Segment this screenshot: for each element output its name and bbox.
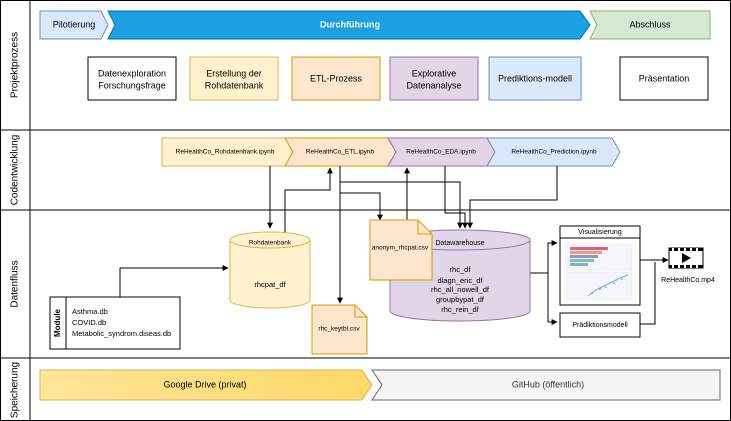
step-erstellung-rohdatenbank: Erstellung der Rohdatenbank: [189, 56, 279, 101]
file-anonym-label: anonym_rhcpat.csv: [372, 245, 429, 252]
notebook-eda: ReHealthCo_EDA.ipynb: [387, 137, 496, 167]
notebook-prediction-label: ReHealthCo_Prediction.ipynb: [511, 149, 597, 156]
file-anonym-csv: anonym_rhcpat.csv: [369, 219, 433, 281]
praediktionsmodell-label: Prädiktionsmodell: [572, 322, 628, 329]
step-explorative-datenanalyse: Explorative Datenanalyse: [389, 56, 479, 101]
storage-google-drive: Google Drive (privat): [39, 369, 373, 401]
file-keytbl-label: rhc_keytbl.csv: [318, 326, 360, 333]
step-explorative-line2: Datenanalyse: [406, 80, 461, 90]
step-etl-label: ETL-Prozess: [310, 73, 363, 83]
step-erstellung-line2: Rohdatenbank: [205, 80, 264, 90]
arrow-etl-to-anonym: [340, 192, 383, 221]
lane-label-speicherung: Speicherung: [10, 362, 21, 418]
visualisierung-thumbnail-icon: [565, 243, 633, 301]
rohdatenbank-file: rhcpat_df: [254, 280, 286, 289]
arrow-rohdatenbank-to-etl: [284, 167, 333, 235]
lane-label-projektprozess: Projektprozess: [10, 32, 21, 98]
notebook-etl: ReHealthCo_ETL.ipynb: [284, 137, 397, 167]
rohdatenbank-title: Rohdatenbank: [249, 240, 292, 247]
arrow-praediktionsmodell-to-video: [640, 262, 656, 325]
step-prediktionsmodell: Prediktions-modell: [488, 56, 582, 101]
step-explorative-line1: Explorative: [412, 68, 457, 78]
rohdatenbank-cylinder: Rohdatenbank rhcpat_df: [229, 231, 311, 309]
warehouse-file-diagn: diagn_enc_df: [437, 276, 483, 285]
step-prediktion-label: Prediktions-modell: [498, 73, 572, 83]
notebook-rohdatenbank-label: ReHealthCo_Rohdatenbank.ipynb: [176, 149, 275, 156]
notebook-etl-label: ReHealthCo_ETL.ipynb: [306, 149, 375, 156]
phase-pilotierung: Pilotierung: [39, 10, 109, 40]
video-clapper-icon: [668, 247, 704, 269]
module-label: Module: [53, 308, 62, 337]
warehouse-file-rein: rhc_rein_df: [441, 305, 479, 314]
connectors: [119, 166, 669, 325]
praediktionsmodell-box: Prädiktionsmodell: [559, 312, 641, 338]
storage-github-label: GitHub (öffentlich): [512, 379, 584, 389]
storage-github: GitHub (öffentlich): [371, 369, 721, 401]
storage-google-drive-label: Google Drive (privat): [163, 379, 246, 389]
module-file-metabolic: Metabolic_syndrom.diseas.db: [72, 329, 171, 338]
arrow-module-to-rohdatenbank: [119, 265, 229, 297]
lane-label-codeentwicklung: Codentwicklung: [10, 135, 21, 206]
arrow-warehouse-to-visualisierung: [530, 240, 558, 274]
module-file-covid: COVID.db: [72, 318, 106, 327]
arrow-warehouse-to-praediktionsmodell: [547, 273, 558, 325]
step-etl-prozess: ETL-Prozess: [291, 56, 381, 101]
module-box: Module Asthma.db COVID.db Metabolic_synd…: [49, 296, 181, 350]
step-praesentation: Präsentation: [619, 56, 709, 101]
visualisierung-box: Visualisierung: [559, 225, 641, 306]
warehouse-file-groupby: groupbypat_df: [436, 295, 485, 304]
phase-abschluss: Abschluss: [589, 10, 711, 40]
notebook-rohdatenbank: ReHealthCo_Rohdatenbank.ipynb: [161, 137, 294, 167]
arrow-prediction-to-warehouse: [467, 166, 558, 229]
warehouse-file-rhc-df: rhc_df: [450, 265, 472, 274]
module-file-asthma: Asthma.db: [72, 307, 108, 316]
video-file: ReHealthCo.mp4: [661, 247, 715, 284]
step-datenexploration: Datenexploration Forschungsfrage: [87, 56, 177, 101]
step-erstellung-line1: Erstellung der: [206, 68, 262, 78]
warehouse-file-nowell: rhc_all_nowell_df: [431, 285, 490, 294]
notebook-prediction: ReHealthCo_Prediction.ipynb: [486, 137, 621, 167]
phase-pilotierung-label: Pilotierung: [53, 19, 96, 29]
video-file-label: ReHealthCo.mp4: [661, 277, 715, 284]
file-keytbl-csv: rhc_keytbl.csv: [311, 304, 368, 355]
phase-abschluss-label: Abschluss: [629, 19, 671, 29]
arrow-eda-to-warehouse: [444, 166, 468, 229]
step-datenexploration-line2: Forschungsfrage: [98, 80, 166, 90]
phase-durchfuehrung-label: Durchführung: [320, 19, 380, 29]
visualisierung-label: Visualisierung: [578, 229, 622, 236]
step-datenexploration-line1: Datenexploration: [98, 68, 166, 78]
notebook-eda-label: ReHealthCo_EDA.ipynb: [406, 149, 476, 156]
step-praesentation-label: Präsentation: [639, 73, 690, 83]
warehouse-title: Datawarehouse: [435, 240, 484, 247]
phase-durchfuehrung: Durchführung: [107, 10, 591, 40]
lane-label-datenfluss: Datenfluss: [10, 260, 21, 307]
